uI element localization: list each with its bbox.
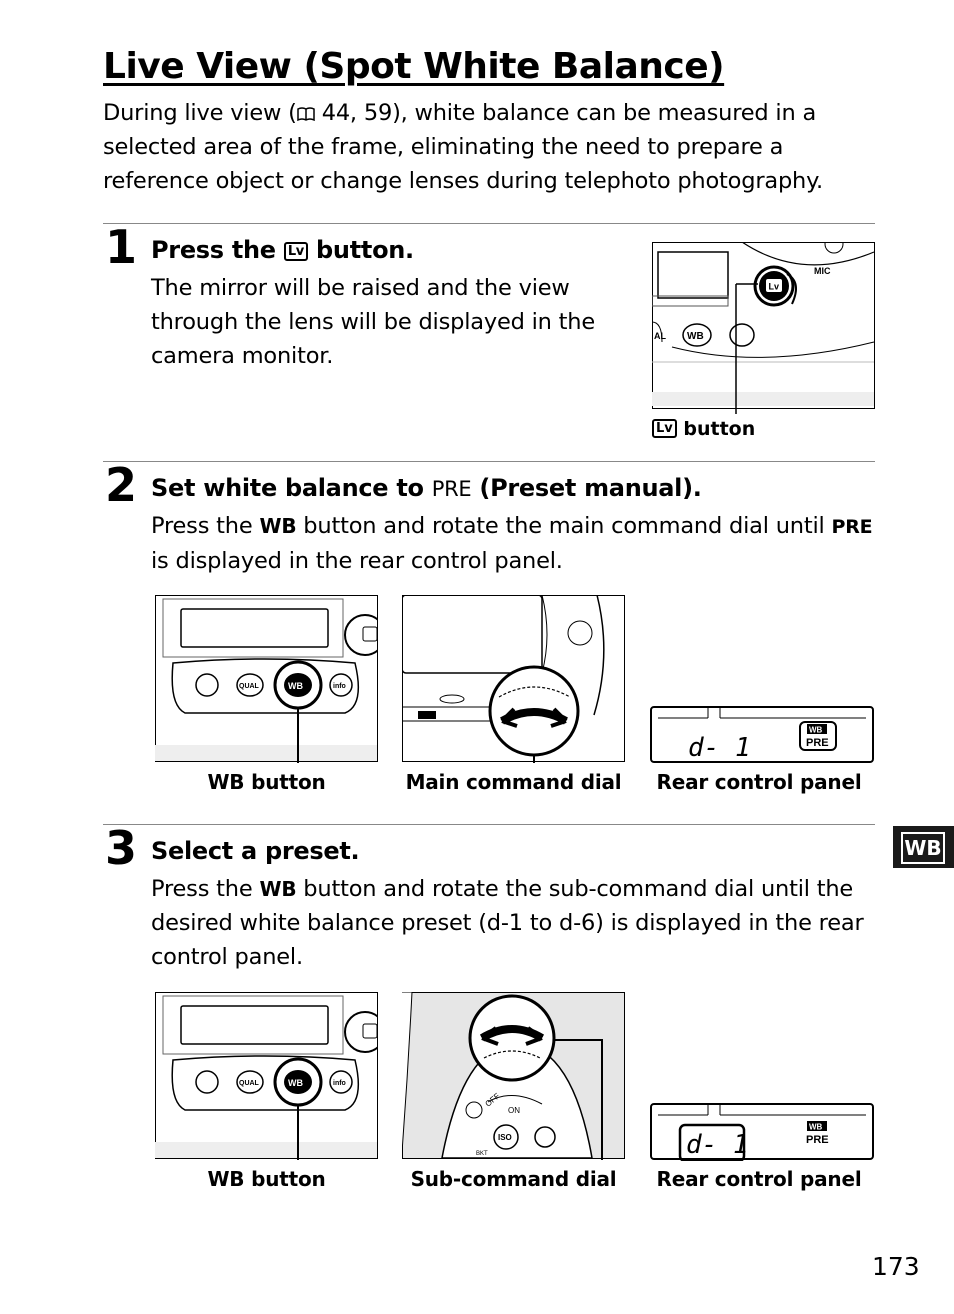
step-body: Press the WB button and rotate the main … xyxy=(151,513,873,574)
pre-code: PRE xyxy=(431,477,472,501)
rear-control-panel-illustration: d- 1 WB PRE xyxy=(650,1103,874,1161)
wb-label: WB xyxy=(687,331,704,342)
step-heading: Set white balance to PRE (Preset manual)… xyxy=(151,474,702,502)
wb-button-illustration: QUAL WB info xyxy=(155,992,378,1160)
panel-display: d- 1 xyxy=(686,1130,749,1160)
al-label: AL xyxy=(654,331,666,341)
bkt-label: BKT xyxy=(476,1151,488,1157)
figure-caption: WB button xyxy=(207,1167,326,1191)
wb-badge: WB xyxy=(809,1123,823,1132)
figure-caption: Rear control panel xyxy=(656,770,862,794)
figure-caption: Rear control panel xyxy=(656,1167,862,1191)
intro-text-1: During live view ( xyxy=(103,100,297,126)
figure-caption: Sub-command dial xyxy=(410,1167,617,1191)
page-title: Live View (Spot White Balance) xyxy=(103,46,725,87)
section-divider xyxy=(103,223,875,224)
step-number: 3 xyxy=(105,821,138,875)
section-divider xyxy=(103,461,875,462)
figure-caption: Lv button xyxy=(652,418,755,440)
page-number: 173 xyxy=(872,1252,920,1281)
intro-paragraph: During live view ( 44, 59), white balanc… xyxy=(103,96,893,198)
section-tab: WB xyxy=(893,826,954,868)
step-number: 1 xyxy=(105,220,138,274)
section-divider xyxy=(103,824,875,825)
step-body: The mirror will be raised and the view t… xyxy=(151,275,596,369)
wb-code: WB xyxy=(259,877,297,901)
info-label: info xyxy=(333,683,346,690)
book-icon xyxy=(297,100,315,126)
panel-display: d- 1 xyxy=(688,733,751,763)
step-heading: Press the Lv button. xyxy=(151,236,414,264)
lv-button-label: Lv xyxy=(769,282,780,292)
step-heading: Select a preset. xyxy=(151,837,360,865)
qual-label: QUAL xyxy=(239,1080,260,1087)
step-number: 2 xyxy=(105,458,138,512)
on-label: ON xyxy=(508,1106,520,1115)
step-body: Press the WB button and rotate the sub-c… xyxy=(151,876,864,970)
lv-icon: Lv xyxy=(652,419,677,438)
lv-icon: Lv xyxy=(283,242,308,261)
wb-label: WB xyxy=(288,1078,303,1088)
wb-button-illustration: QUAL WB info xyxy=(155,595,378,763)
sub-command-dial-illustration: OFF ON ISO BKT xyxy=(402,992,625,1160)
wb-code: WB xyxy=(259,514,297,538)
qual-label: QUAL xyxy=(239,683,260,690)
rear-control-panel-illustration: d- 1 WB PRE xyxy=(650,706,874,764)
pre-code: PRE xyxy=(831,516,873,538)
wb-badge: WB xyxy=(809,726,823,735)
iso-label: ISO xyxy=(498,1133,512,1142)
pre-badge: PRE xyxy=(806,737,829,749)
figure-caption: WB button xyxy=(207,770,326,794)
wb-tab-icon: WB xyxy=(901,832,945,864)
lv-button-illustration: MIC Lv WB AL xyxy=(652,242,875,442)
main-command-dial-illustration xyxy=(402,595,625,763)
info-label: info xyxy=(333,1080,346,1087)
mic-label: MIC xyxy=(814,266,831,276)
pre-badge: PRE xyxy=(806,1134,829,1146)
intro-text-2: 44, 59), white balance can be measured i… xyxy=(103,100,823,194)
wb-label: WB xyxy=(288,681,303,691)
figure-caption: Main command dial xyxy=(405,770,622,794)
